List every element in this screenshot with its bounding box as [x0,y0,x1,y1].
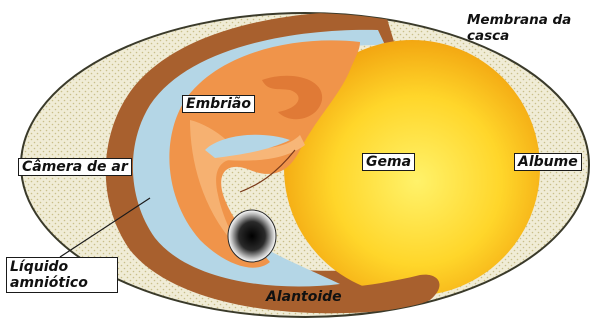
label-liquido-amniotico: Líquido amniótico [6,257,118,293]
label-alantoide: Alantoide [266,289,342,305]
label-albume: Albume [514,153,582,171]
label-embriao: Embrião [182,95,255,113]
label-gema: Gema [362,153,415,171]
embryo-eye [228,210,276,262]
label-membrana-da-casca: Membrana da casca [467,12,595,44]
label-camera-de-ar: Câmera de ar [18,158,132,176]
